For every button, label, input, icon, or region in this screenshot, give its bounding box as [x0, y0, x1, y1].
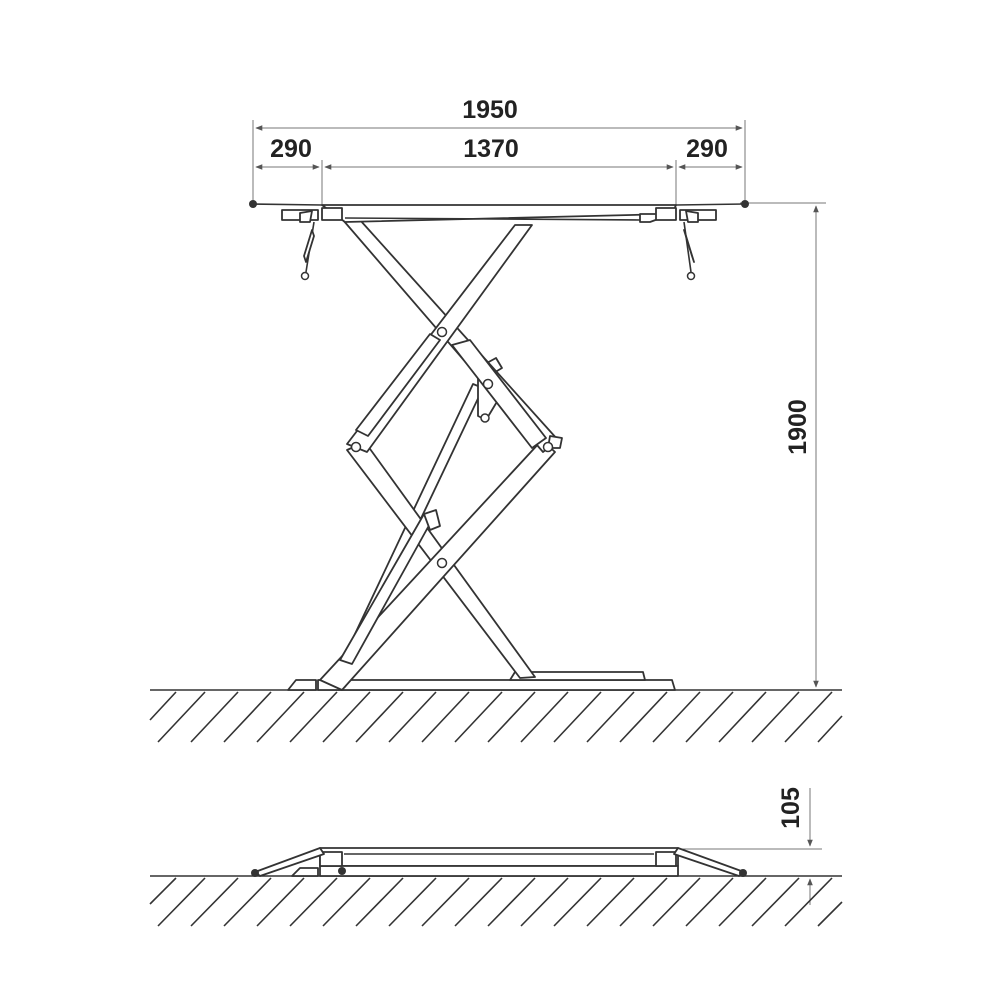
base-lowered — [319, 865, 679, 877]
pivot-upper-right — [482, 378, 494, 390]
dimension-total-width: 1950 — [252, 96, 746, 200]
ground-raised — [149, 689, 843, 743]
raised-lift — [149, 200, 843, 743]
lowered-lift — [149, 847, 843, 927]
pivot-mid-left — [350, 441, 362, 453]
ground-lowered — [149, 875, 843, 927]
platform-lowered — [319, 847, 679, 867]
dimension-label-platform-width: 1370 — [463, 135, 519, 163]
scissor-inner-upper — [355, 333, 441, 437]
dimension-label-left-ramp: 290 — [270, 135, 312, 163]
dimension-label-right-ramp: 290 — [686, 135, 728, 163]
dimension-label-raised-height: 1900 — [784, 399, 812, 455]
pivot-mid-right — [542, 441, 554, 453]
ramp-right-raised — [675, 200, 749, 281]
dimension-label-total-width: 1950 — [462, 96, 518, 124]
ramp-left-lowered — [251, 847, 325, 877]
dimension-segments: 290 1370 290 — [255, 135, 743, 205]
dimension-label-lowered-height: 105 — [777, 787, 805, 829]
base-foot-left — [287, 679, 317, 691]
platform-end-right — [655, 207, 677, 221]
dimension-raised-height: 1900 — [680, 202, 826, 691]
base-rail — [509, 671, 646, 681]
dimension-lowered-height: 105 — [680, 787, 822, 905]
platform-end-left — [321, 207, 343, 221]
ramp-right-lowered — [673, 847, 747, 877]
pivot-upper-center — [436, 326, 448, 338]
pivot-lower-center — [436, 557, 448, 569]
ramp-left-raised — [249, 200, 323, 281]
scissor-inner-bracket — [423, 509, 441, 531]
scissor-inner-upper-right — [451, 339, 547, 449]
base-frame — [317, 679, 676, 691]
